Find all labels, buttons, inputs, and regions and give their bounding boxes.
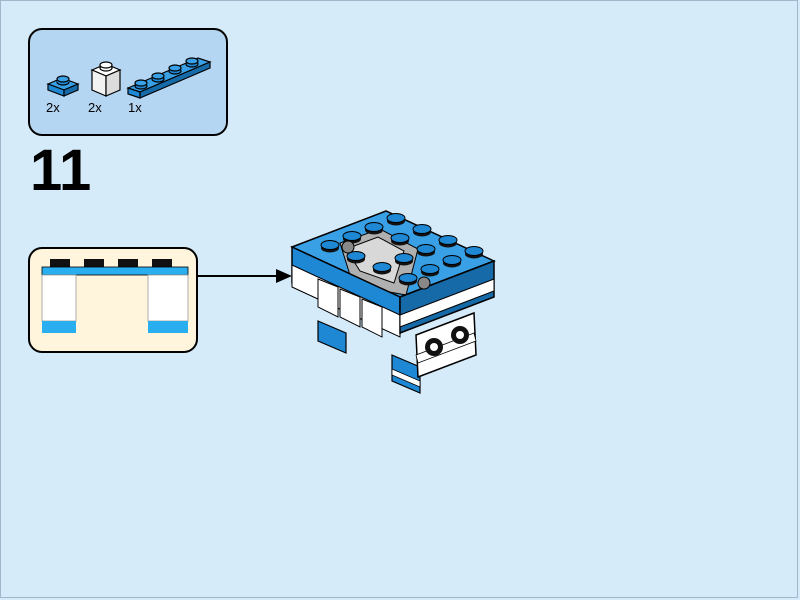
stud-top: [438, 235, 458, 245]
stud-top: [420, 264, 440, 274]
stud-top: [398, 273, 418, 283]
stud-top: [342, 231, 362, 241]
step-number: 11: [30, 138, 92, 203]
stud-top: [320, 240, 340, 250]
stud-top: [372, 262, 392, 272]
stud-top: [394, 253, 414, 263]
eye-icon: [425, 338, 443, 356]
part-quantity-3: 1x: [128, 100, 142, 115]
blue-plate-1x1-icon: [46, 75, 80, 97]
underside-view-illustration: [41, 259, 189, 333]
stud-top: [442, 255, 462, 265]
stud-top: [346, 251, 366, 261]
white-brick-1x1-icon: [90, 61, 122, 97]
stud-top: [386, 213, 406, 223]
underside-callout: [28, 247, 198, 353]
part-quantity-1: 2x: [46, 100, 60, 115]
stud-top: [412, 224, 432, 234]
lego-model-illustration: [290, 210, 496, 394]
eye-icon: [451, 326, 469, 344]
stud-top: [416, 244, 436, 254]
part-quantity-2: 2x: [88, 100, 102, 115]
parts-list-box: 2x 2x 1x: [28, 28, 228, 136]
stud-top: [390, 233, 410, 243]
blue-plate-1x4-icon: [126, 57, 212, 99]
stud-top: [364, 222, 384, 232]
arrow-right-icon: [198, 269, 292, 283]
stud-top: [464, 246, 484, 256]
